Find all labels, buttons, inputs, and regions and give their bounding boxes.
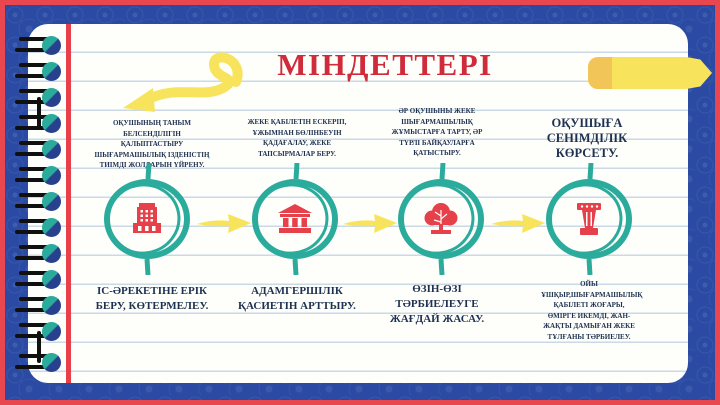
column4-top-text: ОҚУШЫҒА СЕНІМДІЛІК КӨРСЕТУ.	[546, 116, 628, 160]
ring-knob-icon	[42, 218, 61, 237]
ring-knob-icon	[42, 36, 61, 55]
column3-top-text: ӘР ОҚУШЫНЫ ЖЕКЕ ШЫҒАРМАШЫЛЫҚ ЖҰМЫСТАРҒА …	[391, 107, 483, 157]
binder-ring	[15, 165, 63, 187]
binder-ring	[15, 243, 63, 265]
binder-ring	[15, 35, 63, 57]
arrow-right-icon	[491, 214, 545, 233]
column2-bottom-text: АДАМГЕРШІЛІК ҚАСИЕТІН АРТТЫРУ.	[238, 285, 356, 312]
pencil-icon	[588, 57, 712, 89]
binder-ring	[15, 191, 63, 213]
binder-ring	[15, 295, 63, 317]
ring-knob-icon	[42, 140, 61, 159]
binder-ring	[15, 139, 63, 161]
binder-ring	[15, 217, 63, 239]
sketch-circle-icon	[546, 162, 632, 276]
column3-bottom-text: ӨЗІН-ӨЗІ ТӘРБИЕЛЕУГЕ ЖАҒДАЙ ЖАСАУ.	[389, 283, 485, 325]
building-icon	[133, 203, 161, 233]
sketch-circle-icon	[398, 162, 484, 276]
squiggle-arrow-icon	[123, 52, 243, 112]
binder-ring	[15, 113, 63, 135]
step-circle-2	[247, 162, 343, 276]
ring-connector	[37, 97, 41, 129]
ring-knob-icon	[42, 244, 61, 263]
ring-knob-icon	[42, 296, 61, 315]
notebook-paper	[28, 24, 688, 383]
binder-ring	[15, 87, 63, 109]
step-circle-3	[393, 162, 489, 276]
ring-knob-icon	[42, 62, 61, 81]
binder-ring	[15, 352, 63, 374]
ring-knob-icon	[42, 322, 61, 341]
column2-top-text: ЖЕКЕ ҚАБІЛЕТІН ЕСКЕРІП, ҰЖЫМНАН БӨЛІНБЕУ…	[247, 118, 347, 158]
bank-icon	[278, 204, 312, 233]
tree-icon	[424, 203, 458, 234]
ring-knob-icon	[42, 353, 61, 372]
ring-knob-icon	[42, 166, 61, 185]
binder-ring	[15, 269, 63, 291]
sketch-circle-icon	[252, 162, 338, 276]
column1-top-text: ОҚУШЫНЫҢ ТАНЫМ БЕЛСЕНДІЛІГІН ҚАЛЫПТАСТЫР…	[94, 119, 210, 169]
ring-knob-icon	[42, 270, 61, 289]
arrow-right-icon	[343, 214, 397, 233]
step-circle-1	[99, 162, 195, 276]
ring-knob-icon	[42, 192, 61, 211]
column-icon	[577, 203, 601, 235]
page-title: МІНДЕТТЕРІ	[277, 47, 493, 82]
margin-line	[66, 24, 71, 383]
column1-bottom-text: ІС-ӘРЕКЕТІНЕ ЕРІК БЕРУ, КӨТЕРМЕЛЕУ.	[95, 285, 209, 312]
binder-ring	[15, 61, 63, 83]
column4-bottom-text: ОЙЫ ҰШҚЫР,ШЫҒАРМАШЫЛЫҚ ҚАБІЛЕТІ ЖОҒАРЫ, …	[541, 280, 643, 341]
ring-connector	[37, 331, 41, 363]
binder-ring	[15, 321, 63, 343]
arrow-right-icon	[197, 214, 251, 233]
ring-knob-icon	[42, 114, 61, 133]
ring-knob-icon	[42, 88, 61, 107]
sketch-circle-icon	[104, 162, 190, 276]
binder-rings	[0, 0, 70, 405]
step-circle-4	[541, 162, 637, 276]
